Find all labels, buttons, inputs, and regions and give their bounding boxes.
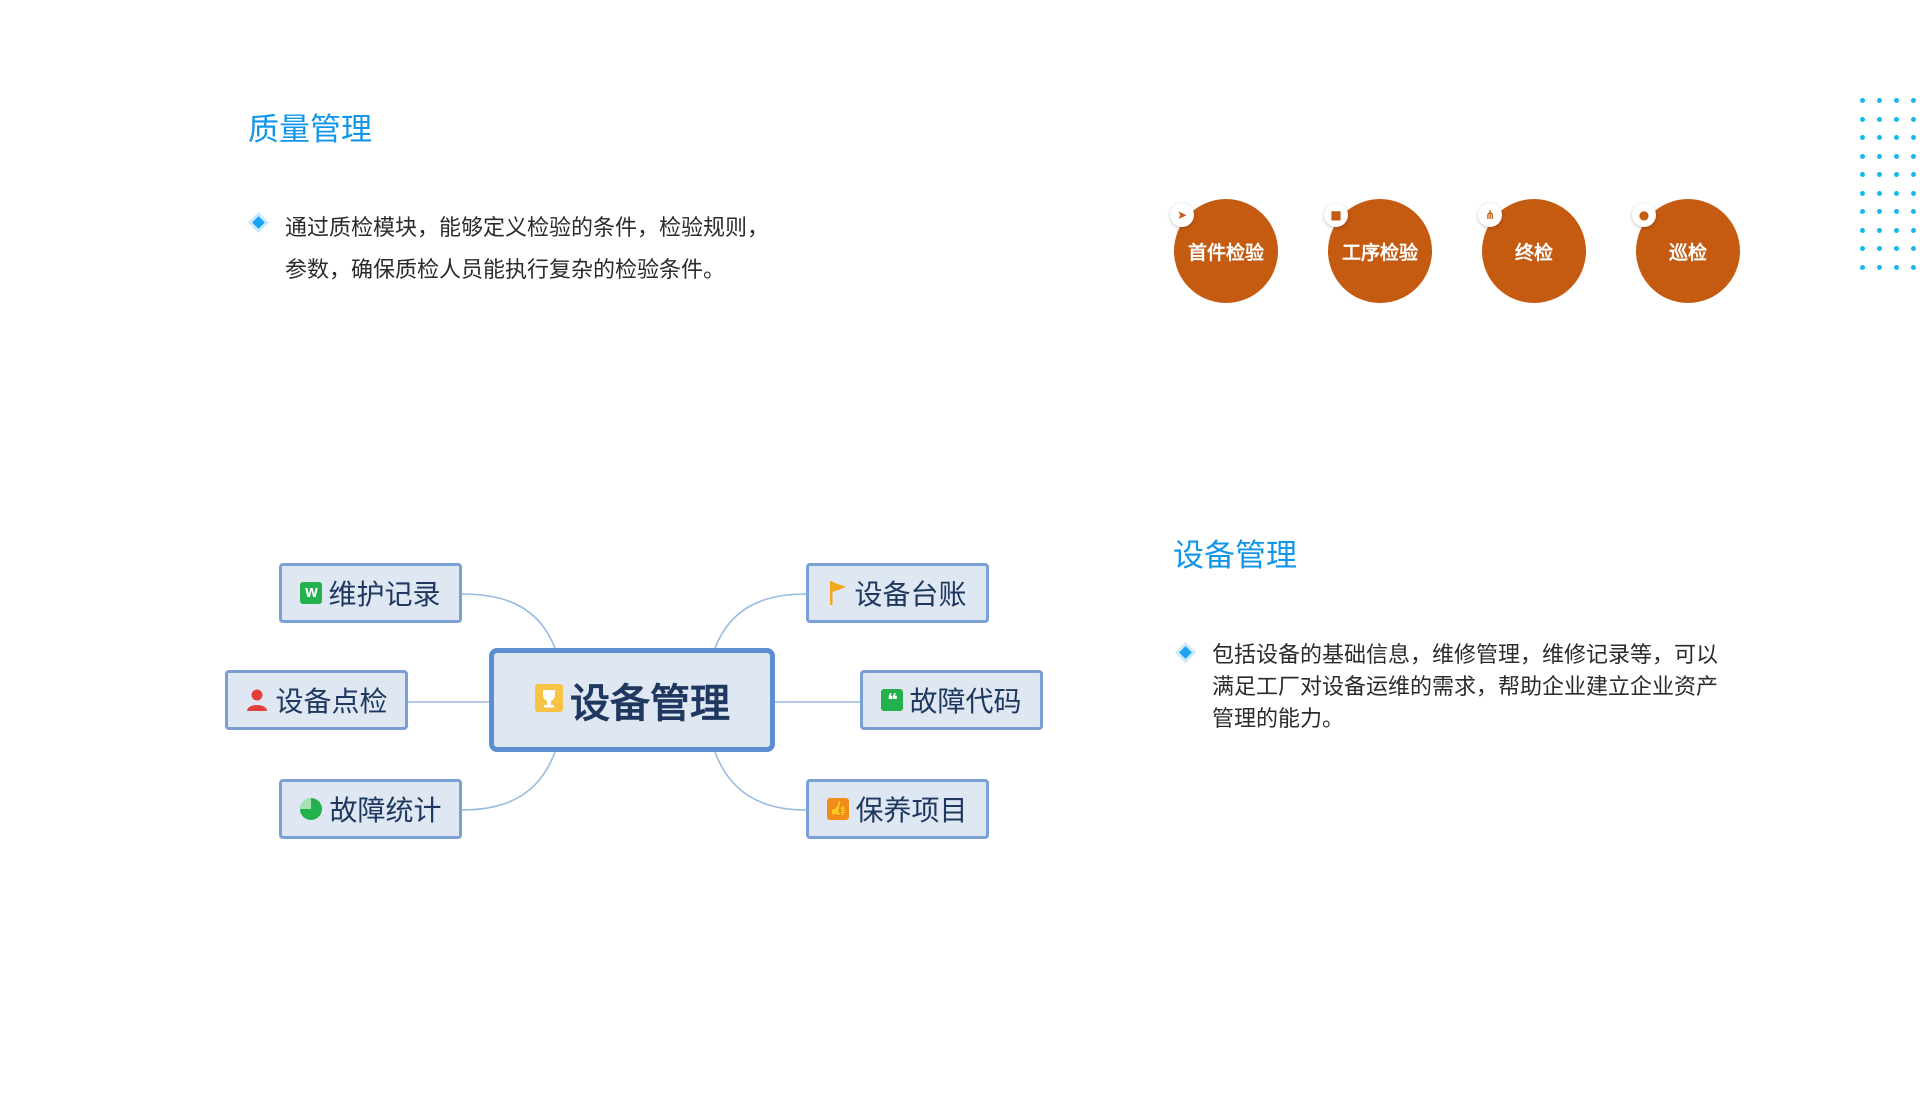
decor-dot bbox=[1911, 209, 1916, 214]
trophy-icon bbox=[534, 677, 564, 723]
decor-dot bbox=[1894, 172, 1899, 177]
decor-dot bbox=[1877, 264, 1882, 270]
decor-dot bbox=[1877, 116, 1882, 122]
connector-left-bottom bbox=[461, 751, 556, 811]
decor-dot bbox=[1911, 98, 1916, 103]
decor-dot bbox=[1911, 153, 1916, 159]
paper-plane-icon: ➤ bbox=[1170, 203, 1194, 227]
decor-dot bbox=[1894, 190, 1899, 196]
node-label: 设备点检 bbox=[275, 685, 388, 718]
decor-dot bbox=[1877, 172, 1882, 177]
decor-dot bbox=[1911, 227, 1916, 233]
flag-icon bbox=[828, 580, 848, 606]
mindmap-center-node: 设备管理 bbox=[489, 648, 775, 752]
decor-dot bbox=[1894, 209, 1899, 214]
user-icon: ● bbox=[1632, 203, 1656, 227]
decor-dot bbox=[1911, 135, 1916, 140]
quality-description: 通过质检模块，能够定义检验的条件，检验规则， 参数，确保质检人员能执行复杂的检验… bbox=[252, 208, 770, 292]
thumbs-up-icon: 👍 bbox=[827, 798, 850, 820]
mindmap-node-maintenance-record: W 维护记录 bbox=[279, 563, 462, 623]
dot-grid-decoration bbox=[1856, 96, 1920, 286]
decor-dot bbox=[1860, 98, 1865, 103]
mindmap-node-maintenance-items: 👍 保养项目 bbox=[806, 779, 989, 839]
decor-dot bbox=[1860, 190, 1865, 196]
decor-dot bbox=[1894, 246, 1899, 251]
decor-dot bbox=[1877, 246, 1882, 251]
decor-dot bbox=[1877, 153, 1882, 159]
equipment-line-2: 满足工厂对设备运维的需求，帮助企业建立企业资产 bbox=[1212, 675, 1719, 700]
quality-title: 质量管理 bbox=[248, 112, 372, 148]
quality-line-1: 通过质检模块，能够定义检验的条件，检验规则， bbox=[285, 216, 770, 241]
node-label: 保养项目 bbox=[855, 794, 968, 827]
decor-dot bbox=[1860, 227, 1865, 233]
person-icon bbox=[245, 688, 269, 712]
decor-dot bbox=[1860, 116, 1865, 122]
connector-left-top bbox=[461, 593, 556, 649]
equipment-line-3: 管理的能力。 bbox=[1212, 707, 1345, 732]
circle-first-inspection: ➤ 首件检验 bbox=[1170, 199, 1278, 303]
pie-chart-icon bbox=[299, 797, 323, 821]
mindmap-node-fault-code: ❝ 故障代码 bbox=[860, 670, 1043, 730]
decor-dot bbox=[1860, 172, 1865, 177]
center-node-label: 设备管理 bbox=[570, 681, 730, 727]
decor-dot bbox=[1911, 246, 1916, 251]
circle-process-inspection: ■ 工序检验 bbox=[1324, 199, 1432, 303]
decor-dot bbox=[1894, 264, 1899, 270]
node-label: 故障统计 bbox=[329, 794, 442, 827]
decor-dot bbox=[1911, 172, 1916, 177]
equipment-title: 设备管理 bbox=[1173, 538, 1297, 574]
decor-dot bbox=[1860, 246, 1865, 251]
node-label: 故障代码 bbox=[909, 685, 1022, 718]
connector-right-bottom bbox=[714, 751, 807, 811]
node-label: 设备台账 bbox=[854, 578, 967, 611]
decor-dot bbox=[1860, 209, 1865, 214]
decor-dot bbox=[1894, 98, 1899, 103]
decor-dot bbox=[1894, 135, 1899, 140]
equipment-description: 包括设备的基础信息，维修管理，维修记录等，可以 满足工厂对设备运维的需求，帮助企… bbox=[1179, 640, 1719, 736]
decor-dot bbox=[1911, 264, 1916, 270]
decor-dot bbox=[1860, 135, 1865, 140]
decor-dot bbox=[1894, 227, 1899, 233]
circle-final-inspection: ⋔ 终检 bbox=[1478, 199, 1586, 303]
w-document-icon: W bbox=[300, 582, 323, 604]
briefcase-icon: ■ bbox=[1324, 203, 1348, 227]
connector-right-top bbox=[714, 593, 807, 649]
circle-label: 巡检 bbox=[1668, 241, 1707, 264]
equipment-line-1: 包括设备的基础信息，维修管理，维修记录等，可以 bbox=[1212, 643, 1719, 668]
decor-dot bbox=[1911, 116, 1916, 122]
decor-dot bbox=[1860, 264, 1865, 270]
circle-label: 工序检验 bbox=[1341, 241, 1418, 264]
node-label: 维护记录 bbox=[328, 578, 441, 611]
decor-dot bbox=[1894, 153, 1899, 159]
decor-dot bbox=[1911, 190, 1916, 196]
org-chart-icon: ⋔ bbox=[1478, 203, 1502, 227]
decor-dot bbox=[1877, 98, 1882, 103]
circle-label: 首件检验 bbox=[1187, 241, 1264, 264]
quality-line-2: 参数，确保质检人员能执行复杂的检验条件。 bbox=[285, 258, 726, 283]
decor-dot bbox=[1894, 116, 1899, 122]
quote-icon: ❝ bbox=[881, 689, 904, 711]
mindmap-node-spot-check: 设备点检 bbox=[225, 670, 408, 730]
decor-dot bbox=[1877, 135, 1882, 140]
decor-dot bbox=[1877, 227, 1882, 233]
decor-dot bbox=[1877, 209, 1882, 214]
mindmap-node-fault-stats: 故障统计 bbox=[279, 779, 462, 839]
mindmap-node-equipment-ledger: 设备台账 bbox=[806, 563, 989, 623]
decor-dot bbox=[1877, 190, 1882, 196]
circle-label: 终检 bbox=[1514, 241, 1553, 264]
circle-patrol-inspection: ● 巡检 bbox=[1632, 199, 1740, 303]
decor-dot bbox=[1860, 153, 1865, 159]
